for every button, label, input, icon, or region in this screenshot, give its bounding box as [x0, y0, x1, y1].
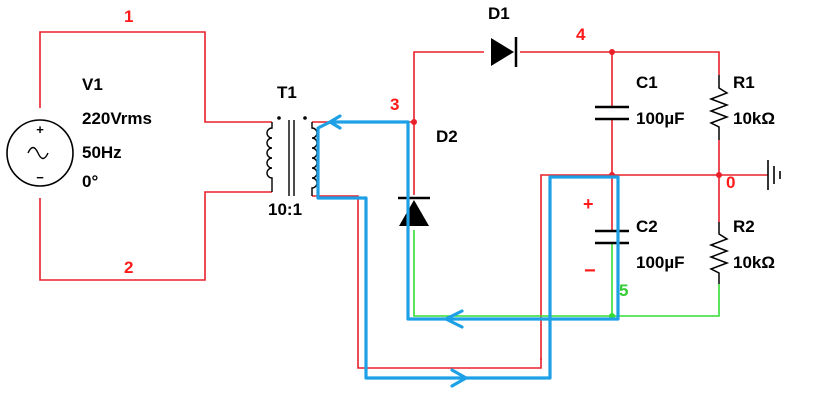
- capacitor-c2-ref: C2: [636, 217, 658, 236]
- diode-d1-label: D1: [488, 4, 510, 23]
- resistor-r1-value: 10kΩ: [733, 109, 775, 128]
- arrow-icon-return-left: [442, 309, 464, 329]
- capacitor-c1: [595, 105, 629, 121]
- wire-secondary-bottom: [312, 195, 542, 369]
- resistor-r1: [708, 75, 730, 140]
- current-path-overlay: [316, 120, 620, 380]
- resistor-r1-ref: R1: [733, 73, 755, 92]
- node-label-4: 4: [576, 25, 586, 44]
- diode-d2-label: D2: [436, 127, 458, 146]
- secondary-polarity-dot: [303, 116, 307, 120]
- resistor-r2-value: 10kΩ: [733, 253, 775, 272]
- source-minus-sign: −: [36, 170, 44, 185]
- resistor-r2-ref: R2: [733, 217, 755, 236]
- node-label-3: 3: [390, 95, 399, 114]
- source-voltage-label: 220Vrms: [82, 109, 152, 128]
- current-arrows: [326, 114, 470, 388]
- wire-node-0: [540, 174, 768, 360]
- source-frequency-label: 50Hz: [82, 143, 122, 162]
- diode-d2-triangle: [399, 200, 429, 226]
- arrow-icon-secondary: [326, 114, 342, 130]
- wire-node-5: [413, 230, 720, 317]
- node-label-2: 2: [124, 258, 133, 277]
- current-path-loop: [316, 120, 620, 380]
- capacitor-c2: [595, 229, 629, 245]
- diode-d1-triangle: [491, 38, 514, 66]
- capacitor-c1-ref: C1: [636, 73, 658, 92]
- junction-node-4: [609, 49, 615, 55]
- capacitor-c2-value: 100µF: [636, 253, 685, 272]
- wire-node-4: [520, 51, 720, 75]
- wire-node-2: [39, 191, 272, 281]
- wires-red: [39, 31, 768, 369]
- transformer-ratio-label: 10:1: [268, 200, 302, 219]
- transformer-ref-label: T1: [277, 83, 297, 102]
- ground-icon: [767, 160, 781, 190]
- capacitor-c2-minus: −: [584, 260, 596, 282]
- arrow-icon-bottom-right: [450, 368, 470, 388]
- capacitor-c2-plus: +: [583, 194, 594, 214]
- ac-source-v1: + −: [6, 119, 74, 187]
- wires-node-5: [413, 230, 720, 317]
- diode-d2: [398, 196, 430, 226]
- junction-node-3: [411, 119, 417, 125]
- junction-r1-bottom: [716, 172, 722, 178]
- labels: V1 220Vrms 50Hz 0° T1 10:1 D1 D2 C1 100µ…: [82, 4, 775, 300]
- secondary-coil: [311, 122, 318, 196]
- node-label-5: 5: [619, 281, 628, 300]
- source-ref-label: V1: [82, 75, 103, 94]
- primary-coil: [266, 122, 273, 192]
- transformer-t1: [266, 116, 318, 196]
- resistor-r2: [708, 222, 730, 284]
- source-circle: [6, 119, 74, 187]
- sine-wave-icon: [27, 146, 49, 160]
- capacitor-c1-value: 100µF: [636, 109, 685, 128]
- source-phase-label: 0°: [82, 172, 98, 191]
- wire-node-1: [39, 31, 272, 123]
- node-label-0: 0: [726, 173, 735, 192]
- wire-node-3-up: [413, 51, 484, 195]
- primary-polarity-dot: [277, 116, 281, 120]
- source-plus-sign: +: [36, 122, 44, 137]
- node-label-1: 1: [124, 7, 133, 26]
- diode-d1: [491, 37, 518, 67]
